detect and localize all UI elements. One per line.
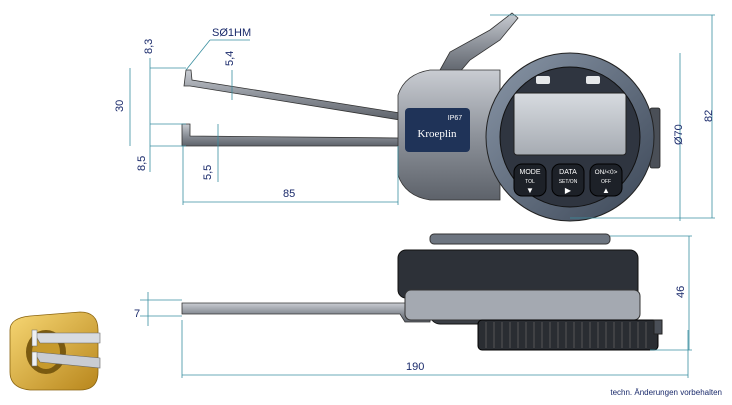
on-button-sub: OFF (601, 179, 611, 185)
mode-button-sub: TOL (525, 179, 535, 185)
footer-note: techn. Änderungen vorbehalten (610, 388, 722, 397)
upper-arm (183, 69, 401, 121)
side-arm (181, 302, 431, 323)
lower-arm (181, 123, 401, 147)
dim-8-3: 8,3 (143, 39, 155, 54)
brand-plate (405, 108, 470, 152)
side-housing (404, 289, 641, 321)
data-button-sub: SET/ON (559, 179, 578, 185)
lever-handle (439, 12, 519, 75)
mode-button-label: MODE (520, 169, 541, 176)
mode-button: MODE TOL ▼ (513, 163, 547, 197)
dim-8-5: 8,5 (136, 156, 148, 171)
dim-7: 7 (134, 308, 140, 320)
on-button-label: ON/<0> (595, 169, 618, 176)
dim-5-4: 5,4 (224, 51, 236, 66)
dim-46: 46 (675, 286, 687, 298)
side-button (653, 319, 663, 335)
ip-label: IP67 (448, 115, 463, 122)
indicator-right (586, 76, 600, 84)
on-button: ON/<0> OFF ▲ (589, 163, 623, 197)
data-button: DATA SET/ON ▶ (551, 163, 585, 197)
brand-label: Kroeplin (417, 128, 457, 140)
indicator-left (536, 76, 550, 84)
bore-detail-illustration (9, 311, 101, 391)
dim-5-5: 5,5 (202, 165, 214, 180)
data-button-label: DATA (559, 169, 577, 176)
mode-arrow-icon: ▼ (526, 186, 534, 195)
dim-tip: SØ1HM (212, 27, 251, 39)
side-knurl (477, 319, 659, 351)
dim-85: 85 (283, 188, 295, 200)
dim-190: 190 (406, 361, 424, 373)
on-arrow-icon: ▲ (602, 186, 610, 195)
lcd-display (513, 92, 627, 156)
top-dimension-lines (129, 14, 715, 221)
dim-82: 82 (703, 110, 715, 122)
dim-70: Ø70 (673, 124, 685, 145)
side-top-plate (429, 233, 611, 245)
side-dimension-lines (140, 235, 692, 378)
data-arrow-icon: ▶ (565, 186, 572, 195)
dim-30: 30 (114, 100, 126, 112)
